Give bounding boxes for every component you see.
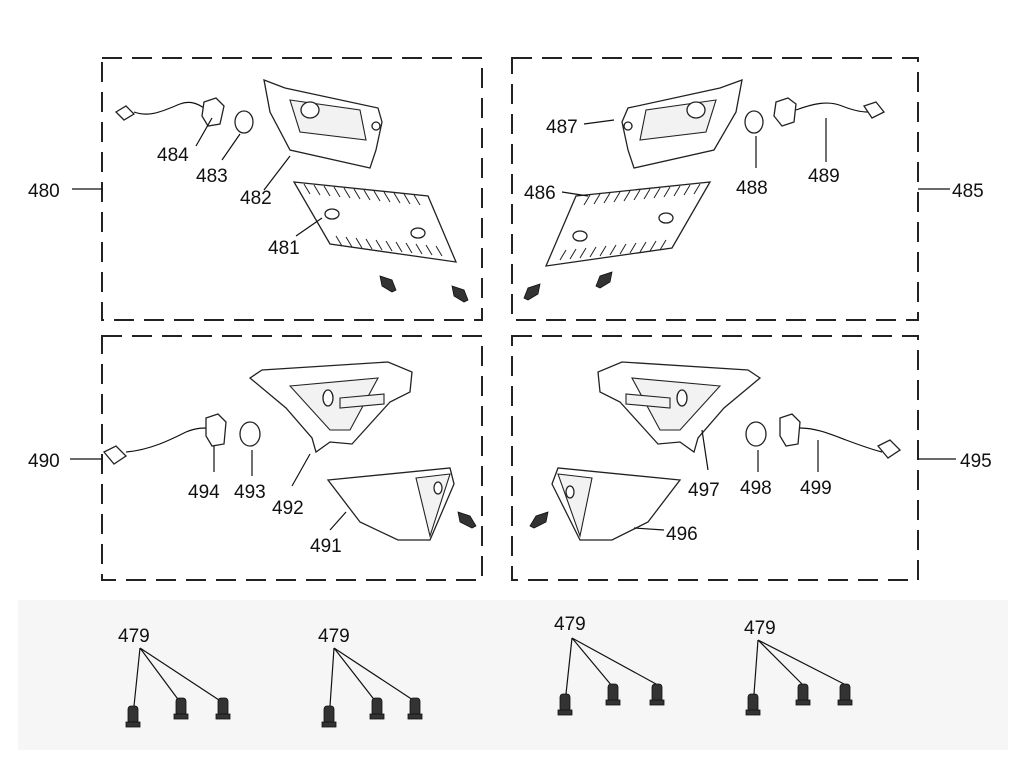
screw-icon (837, 683, 853, 706)
screw-icon (321, 705, 337, 728)
callout-479-a: 479 (118, 626, 150, 647)
callout-499: 499 (800, 478, 832, 499)
callout-480: 480 (28, 181, 60, 202)
lens-491 (326, 467, 455, 541)
screw-icon (379, 275, 397, 293)
screw-icon (215, 697, 231, 720)
callout-484: 484 (157, 145, 189, 166)
callout-482: 482 (240, 188, 272, 209)
lamp-housing-482 (263, 78, 383, 169)
wire-harness-494 (102, 413, 227, 465)
screw-icon (451, 285, 469, 303)
screw-icon (557, 693, 573, 716)
callout-479-c: 479 (554, 614, 586, 635)
screw-icon (605, 683, 621, 706)
screw-icon (369, 697, 385, 720)
wire-harness-499 (779, 413, 902, 459)
callout-488: 488 (736, 178, 768, 199)
callout-498: 498 (740, 478, 772, 499)
callout-493: 493 (234, 482, 266, 503)
callout-491: 491 (310, 536, 342, 557)
group-box-485 (511, 57, 919, 321)
callout-495: 495 (960, 451, 992, 472)
callout-497: 497 (688, 480, 720, 501)
callout-487: 487 (546, 117, 578, 138)
screw-icon (407, 697, 423, 720)
callout-483: 483 (196, 166, 228, 187)
bulb-498 (745, 421, 767, 447)
screw-icon (649, 683, 665, 706)
group-box-490 (101, 335, 483, 581)
callout-481: 481 (268, 238, 300, 259)
bulb-483 (234, 110, 254, 134)
wire-harness-484 (114, 97, 225, 127)
screw-icon (125, 705, 141, 728)
callout-479-d: 479 (744, 618, 776, 639)
callout-485: 485 (952, 181, 984, 202)
wire-harness-489 (773, 97, 886, 127)
callout-496: 496 (666, 524, 698, 545)
group-box-495 (511, 335, 919, 581)
screw-icon (745, 693, 761, 716)
screw-icon (529, 511, 549, 529)
callout-490: 490 (28, 451, 60, 472)
callout-479-b: 479 (318, 626, 350, 647)
callout-486: 486 (524, 183, 556, 204)
callout-492: 492 (272, 498, 304, 519)
lamp-housing-487 (621, 78, 743, 169)
callout-489: 489 (808, 166, 840, 187)
callout-494: 494 (188, 482, 220, 503)
screw-icon (173, 697, 189, 720)
lamp-housing-492 (248, 361, 413, 454)
lens-486 (544, 181, 712, 267)
screw-icon (457, 511, 477, 529)
screw-icon (795, 683, 811, 706)
lens-496 (551, 467, 682, 541)
screw-icon (595, 271, 613, 289)
screw-icon (523, 283, 541, 301)
lamp-housing-497 (597, 361, 762, 454)
lens-481 (292, 181, 458, 263)
screw-band-background (18, 600, 1008, 750)
bulb-488 (744, 110, 764, 134)
bulb-493 (239, 421, 261, 447)
